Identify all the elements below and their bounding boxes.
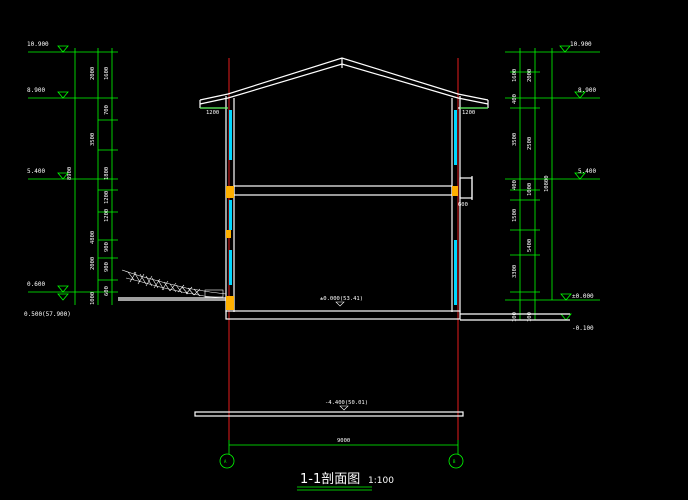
left-dim-9: 1200 xyxy=(104,209,110,222)
left-dim-11: 2000 xyxy=(90,257,96,270)
left-dim-1: 2000 xyxy=(90,67,96,80)
right-level-top: 10.900 xyxy=(570,41,592,48)
right-dim-1: 1600 xyxy=(512,69,518,82)
right-dim-12: 100 xyxy=(512,312,518,322)
left-level-floor2: 5.400 xyxy=(27,168,45,175)
ground-floor-label: ±0.000(53.41) xyxy=(320,296,363,302)
left-dim-7: 1200 xyxy=(104,191,110,204)
right-level-outdoor: -0.100 xyxy=(572,325,594,332)
left-dim-10: 900 xyxy=(104,242,110,252)
ground-level-marker xyxy=(335,301,345,307)
roof-inner xyxy=(199,63,489,105)
left-dimension-group xyxy=(28,45,118,305)
left-dim-13: 1000 xyxy=(90,292,96,305)
axis-label-b: B xyxy=(453,459,456,464)
eave-right-dim: 1200 xyxy=(462,110,475,116)
right-level-ground: ±0.000 xyxy=(572,293,594,300)
span-dim-text: 9000 xyxy=(337,438,350,444)
right-dim-4: 3500 xyxy=(512,133,518,146)
left-level-eave: 8.900 xyxy=(27,87,45,94)
basement-level-marker xyxy=(339,405,349,411)
drawing-title: 1-1剖面图 xyxy=(300,472,360,487)
ground-floor-slab xyxy=(225,310,461,320)
left-dim-texts: 2000 1600 700 3500 1800 8900 1200 4800 1… xyxy=(67,67,110,305)
right-level-floor2: 5.400 xyxy=(578,168,596,175)
right-level-eave: 8.900 xyxy=(578,87,596,94)
left-level-top: 10.900 xyxy=(27,41,49,48)
axis-bubble-b: B xyxy=(448,450,464,469)
window-dim: 600 xyxy=(458,202,468,208)
right-dim-9: 1500 xyxy=(512,209,518,222)
left-dim-14: 600 xyxy=(104,286,110,296)
left-level-outdoor: 0.500 xyxy=(24,311,42,318)
basement-floor xyxy=(194,411,464,417)
axis-bubble-a: A xyxy=(219,450,235,469)
axis-label-a: A xyxy=(224,459,227,464)
span-dimension xyxy=(200,107,488,491)
window-glazing xyxy=(229,110,457,305)
right-dim-7: 1000 xyxy=(527,183,533,196)
columns xyxy=(226,186,458,310)
right-dim-10: 5400 xyxy=(527,239,533,252)
eave-left-dim: 1200 xyxy=(206,110,219,116)
left-level-outdoor-abs: (57.900) xyxy=(42,311,71,318)
right-dim-8: 10800 xyxy=(544,175,550,192)
left-dim-5: 1800 xyxy=(104,167,110,180)
second-floor-slab xyxy=(233,185,453,196)
right-dim-6: 400 xyxy=(512,180,518,190)
left-dim-6: 8900 xyxy=(67,167,73,180)
right-dim-2: 2000 xyxy=(527,69,533,82)
left-dim-8: 4800 xyxy=(90,231,96,244)
left-level-ground: 0.600 xyxy=(27,281,45,288)
right-dim-13: 100 xyxy=(527,312,533,322)
left-dim-2: 1600 xyxy=(104,67,110,80)
right-dim-5: 2500 xyxy=(527,137,533,150)
right-dim-11: 3300 xyxy=(512,265,518,278)
basement-floor-label: -4.400(50.01) xyxy=(325,400,368,406)
ground-hatch xyxy=(121,269,227,299)
right-dim-texts: 1600 2000 400 3500 2500 400 1000 10800 1… xyxy=(512,69,550,322)
left-dim-12: 900 xyxy=(104,262,110,272)
drawing-scale: 1:100 xyxy=(368,476,394,486)
right-dim-3: 400 xyxy=(512,94,518,104)
left-dim-3: 700 xyxy=(104,105,110,115)
building-section xyxy=(118,57,570,417)
left-dim-4: 3500 xyxy=(90,133,96,146)
